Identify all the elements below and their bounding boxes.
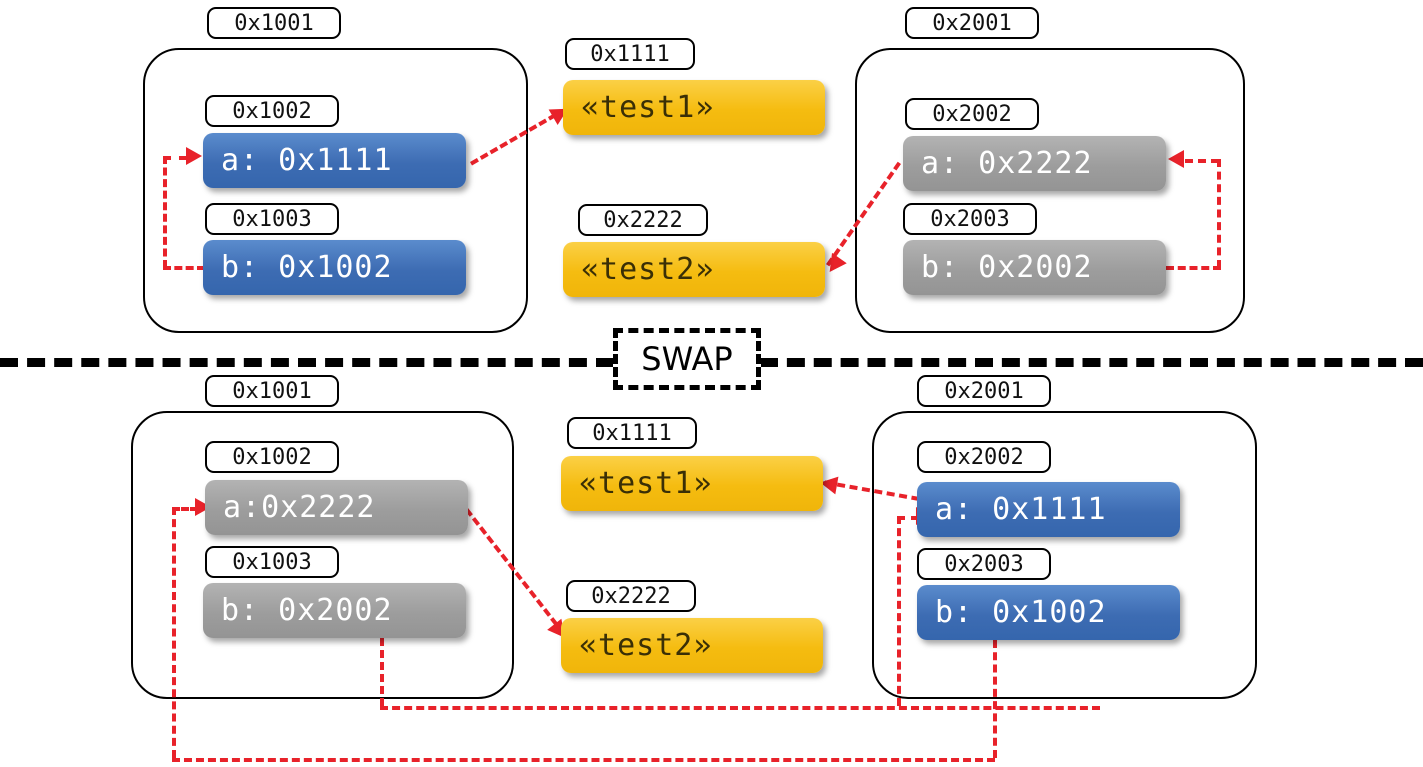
arrowhead-before-heap1: [822, 252, 847, 278]
after-right-slot1-address: 0x2003: [917, 548, 1051, 580]
before-heap0-address: 0x1111: [565, 38, 695, 70]
wire-before-right-b-out: [1166, 266, 1221, 270]
after-right-slot0-value: a: 0x1111: [917, 482, 1180, 537]
before-left-slot1-address: 0x1003: [205, 203, 339, 235]
before-heap0-value: «test1»: [563, 80, 825, 135]
swap-divider-right: [760, 358, 1423, 367]
after-left-frame-address: 0x1001: [205, 375, 339, 407]
before-right-slot1-address: 0x2003: [903, 203, 1037, 235]
before-heap1-address: 0x2222: [578, 204, 708, 236]
wire-before-left-riser: [163, 156, 167, 268]
after-right-frame-address: 0x2001: [917, 375, 1051, 407]
after-right-slot0-address: 0x2002: [917, 441, 1051, 473]
before-right-frame-address: 0x2001: [905, 7, 1039, 39]
wire-before-left-into-a: [163, 156, 187, 160]
wire-after-right-a-into: [897, 516, 919, 520]
after-left-slot0-value: a:0x2222: [205, 480, 468, 535]
wire-after-left-b-across: [380, 706, 1100, 710]
wire-before-right-into-a: [1185, 159, 1219, 163]
before-left-slot0-address: 0x1002: [205, 95, 339, 127]
after-heap1-value: «test2»: [561, 618, 823, 673]
wire-after-right-b-across: [172, 758, 995, 762]
before-heap1-value: «test2»: [563, 242, 825, 297]
before-right-slot1-value: b: 0x2002: [903, 240, 1166, 295]
wire-after-right-b-down: [993, 640, 997, 758]
after-left-slot1-address: 0x1003: [205, 546, 339, 578]
arrowhead-before-right-a: [1168, 150, 1184, 168]
before-right-slot0-value: a: 0x2222: [903, 136, 1166, 191]
wire-after-right-a-riser: [897, 516, 901, 706]
after-right-slot1-value: b: 0x1002: [917, 585, 1180, 640]
after-left-slot1-value: b: 0x2002: [203, 583, 466, 638]
swap-divider-left: [0, 358, 614, 367]
wire-after-left-a-into: [172, 507, 198, 511]
before-right-slot0-address: 0x2002: [905, 98, 1039, 130]
after-heap0-address: 0x1111: [567, 417, 697, 449]
wire-before-right-riser: [1217, 159, 1221, 268]
after-heap1-address: 0x2222: [566, 580, 696, 612]
before-left-frame-address: 0x1001: [207, 7, 341, 39]
wire-after-left-a-riser: [172, 507, 176, 758]
arrowhead-before-left-a: [186, 147, 202, 165]
wire-before-left-b-out: [163, 266, 205, 270]
before-left-slot1-value: b: 0x1002: [203, 240, 466, 295]
wire-after-left-b-down: [380, 638, 384, 706]
swap-label: SWAP: [613, 328, 761, 390]
before-left-slot0-value: a: 0x1111: [203, 133, 466, 188]
after-heap0-value: «test1»: [561, 456, 823, 511]
after-left-slot0-address: 0x1002: [205, 441, 339, 473]
